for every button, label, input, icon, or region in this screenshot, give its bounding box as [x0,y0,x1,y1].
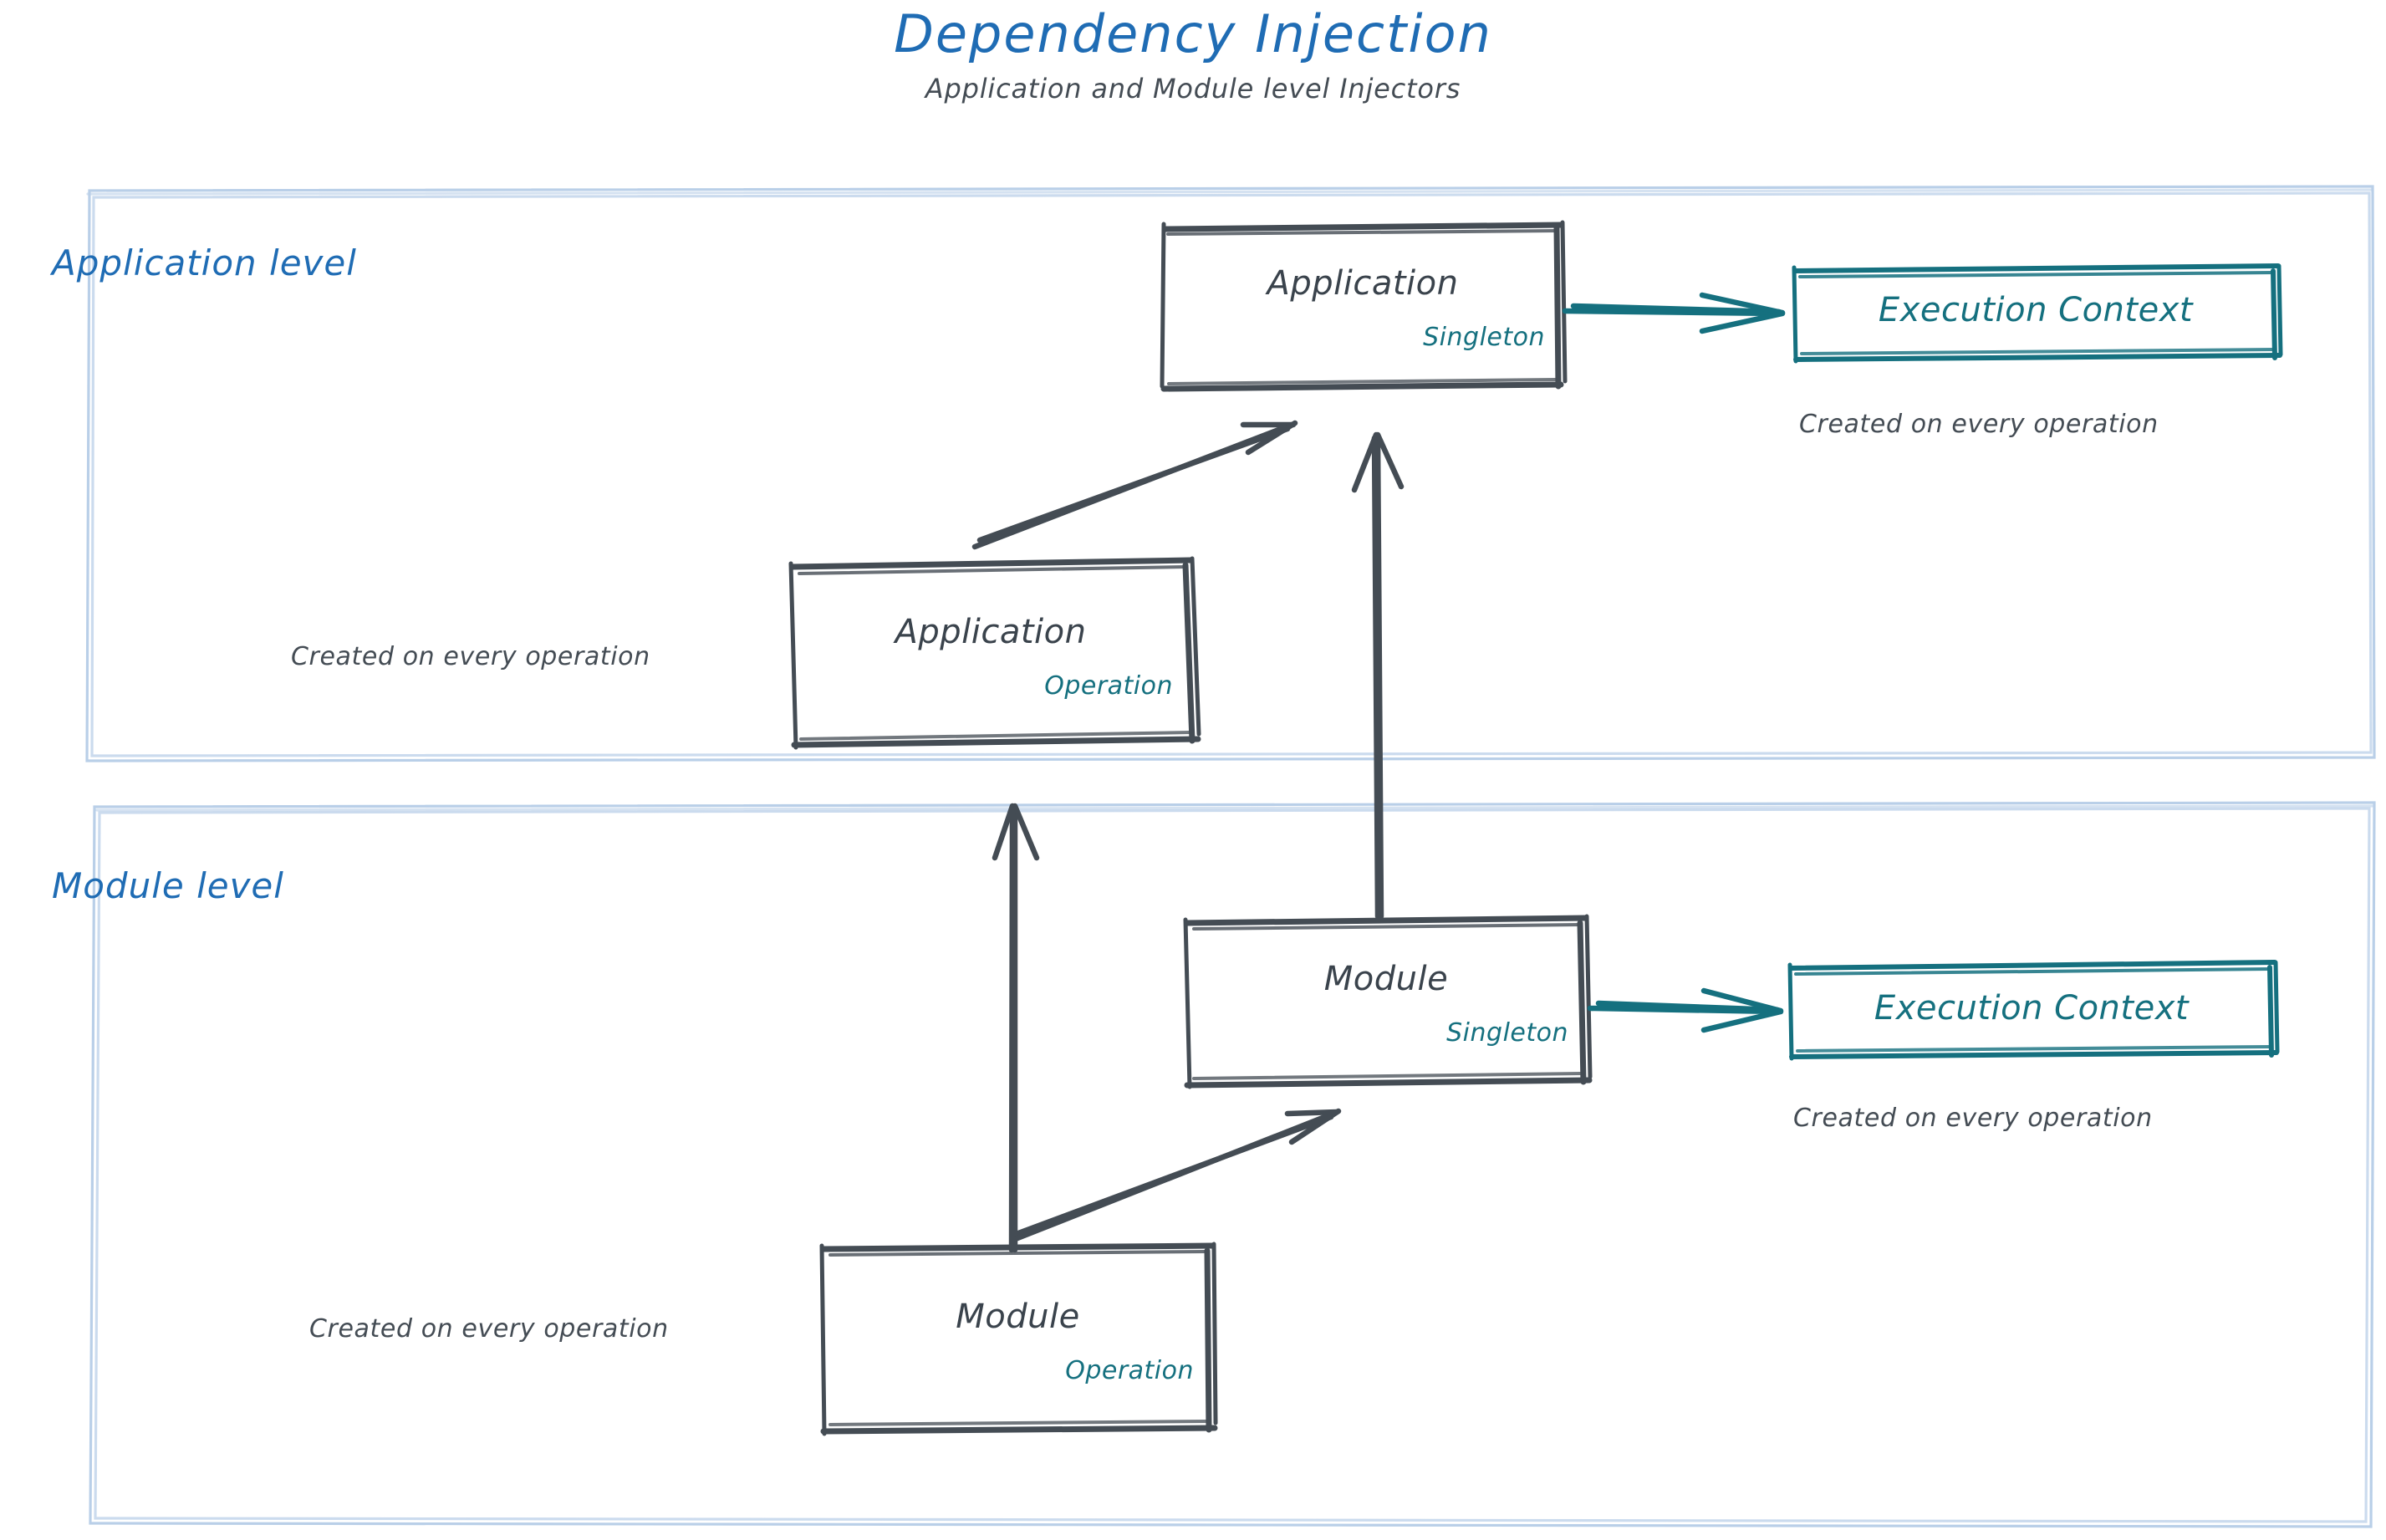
arrow-module-singleton-to-execution-context [1587,987,1784,1033]
node-application-singleton[interactable]: Application Singleton [1162,224,1563,387]
node-scope-application-operation: Operation [1044,671,1173,701]
page-subtitle: Application and Module level Injectors [925,73,1461,105]
node-module-operation[interactable]: Module Operation [823,1246,1212,1428]
node-title-module-singleton: Module [1323,960,1449,998]
node-module-singleton[interactable]: Module Singleton [1185,920,1587,1083]
node-title-application-operation: Application [895,613,1087,651]
arrow-app-operation-to-app-singleton [971,420,1298,550]
node-execution-context-application[interactable]: Execution Context [1793,268,2278,355]
note-application-operation: Created on every operation [291,642,650,671]
arrow-app-singleton-to-execution-context [1562,292,1786,334]
note-execution-context-application: Created on every operation [1799,410,2159,439]
title-block: Dependency Injection Application and Mod… [0,7,2386,105]
node-scope-application-singleton: Singleton [1423,323,1545,352]
node-title-execution-context-module: Execution Context [1874,989,2190,1028]
node-box-application-singleton[interactable] [1160,220,1568,392]
node-title-application-singleton: Application [1267,264,1459,303]
arrow-module-singleton-to-app-singleton [1351,431,1405,920]
container-label-module-level: Module level [52,865,284,906]
node-application-operation[interactable]: Application Operation [790,564,1191,742]
container-module-level [89,801,2376,1528]
page-title: Dependency Injection [894,3,1492,64]
node-box-module-singleton[interactable] [1183,914,1593,1089]
arrow-module-operation-to-app-operation [992,803,1040,1253]
node-title-module-operation: Module [956,1298,1080,1336]
node-box-application-operation[interactable] [788,556,1201,750]
node-box-execution-context-application[interactable] [1792,263,2283,364]
node-scope-module-singleton: Singleton [1446,1018,1568,1048]
node-box-execution-context-module[interactable] [1787,960,2280,1061]
node-box-module-operation[interactable] [819,1242,1218,1436]
arrow-module-operation-to-module-singleton [1010,1108,1342,1243]
node-title-execution-context-application: Execution Context [1878,291,2194,329]
node-scope-module-operation: Operation [1065,1356,1194,1385]
note-module-operation: Created on every operation [309,1314,669,1344]
node-execution-context-module[interactable]: Execution Context [1789,966,2274,1053]
container-label-application-level: Application level [52,242,357,283]
container-application-level [85,185,2376,762]
note-execution-context-module: Created on every operation [1793,1104,2153,1133]
